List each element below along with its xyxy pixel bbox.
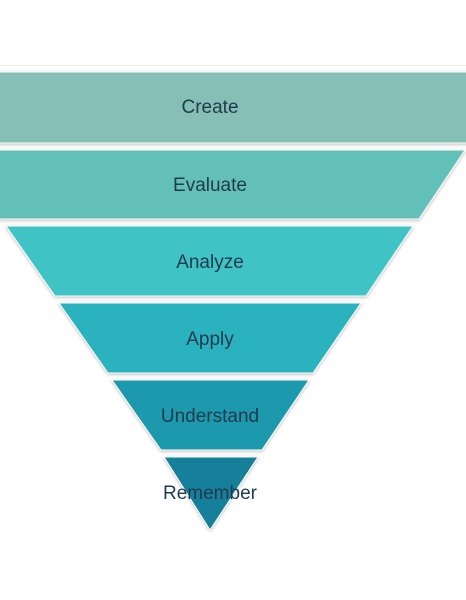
- pyramid-level-apply: Apply: [58, 302, 362, 374]
- pyramid-band-apply: [58, 302, 362, 374]
- pyramid-level-evaluate: Evaluate: [0, 149, 466, 220]
- pyramid-label-analyze: Analyze: [176, 252, 244, 273]
- pyramid-band-remember: [163, 456, 259, 531]
- pyramid-label-understand: Understand: [161, 406, 259, 427]
- pyramid-label-evaluate: Evaluate: [173, 175, 247, 196]
- pyramid-band-evaluate: [0, 149, 466, 220]
- pyramid-band-analyze: [5, 225, 414, 297]
- pyramid-label-apply: Apply: [186, 329, 234, 350]
- pyramid-level-understand: Understand: [111, 379, 310, 451]
- pyramid-label-create: Create: [181, 97, 238, 118]
- top-divider: [0, 65, 466, 66]
- pyramid-band-create: [0, 71, 466, 144]
- pyramid-level-analyze: Analyze: [5, 225, 414, 297]
- pyramid-level-create: Create: [0, 71, 466, 144]
- pyramid-level-remember: Remember: [163, 456, 259, 531]
- pyramid-band-understand: [111, 379, 310, 451]
- pyramid-label-remember: Remember: [163, 483, 258, 504]
